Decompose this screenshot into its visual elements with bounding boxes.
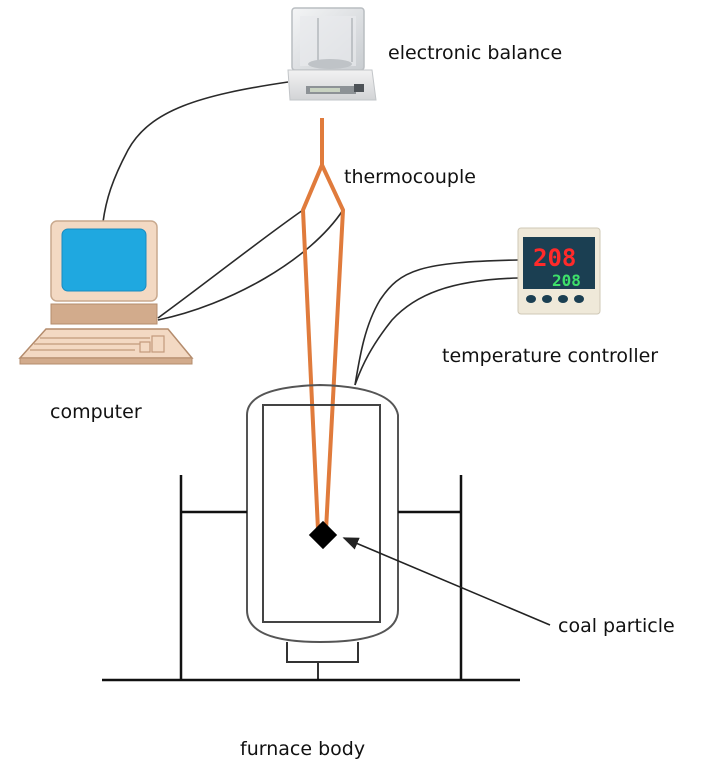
label-computer: computer bbox=[50, 401, 142, 423]
controller-sv-display: 208 bbox=[552, 271, 581, 290]
temperature-controller: 208 208 bbox=[517, 227, 601, 315]
coal-particle bbox=[308, 520, 338, 550]
computer bbox=[18, 220, 194, 365]
electronic-balance bbox=[287, 7, 377, 101]
thermocouple bbox=[301, 118, 345, 531]
label-coal-particle: coal particle bbox=[558, 615, 675, 637]
wire-balance-to-computer bbox=[102, 81, 289, 223]
wire-controller-b-to-furnace bbox=[354, 277, 519, 386]
wire-controller-a-to-furnace bbox=[354, 259, 519, 386]
label-thermocouple: thermocouple bbox=[344, 166, 476, 188]
coal-particle-pointer-arrow bbox=[342, 537, 551, 626]
label-electronic-balance: electronic balance bbox=[388, 42, 562, 64]
furnace-body bbox=[246, 383, 399, 680]
signal-wires bbox=[102, 81, 519, 386]
wire-thermocouple-b-to-computer bbox=[157, 209, 344, 321]
label-furnace-body: furnace body bbox=[240, 738, 365, 760]
wire-thermocouple-a-to-computer bbox=[157, 209, 304, 319]
controller-pv-display: 208 bbox=[533, 244, 576, 272]
label-temperature-controller: temperature controller bbox=[442, 345, 658, 367]
support-frame bbox=[102, 475, 520, 682]
controller-buttons bbox=[526, 295, 584, 303]
